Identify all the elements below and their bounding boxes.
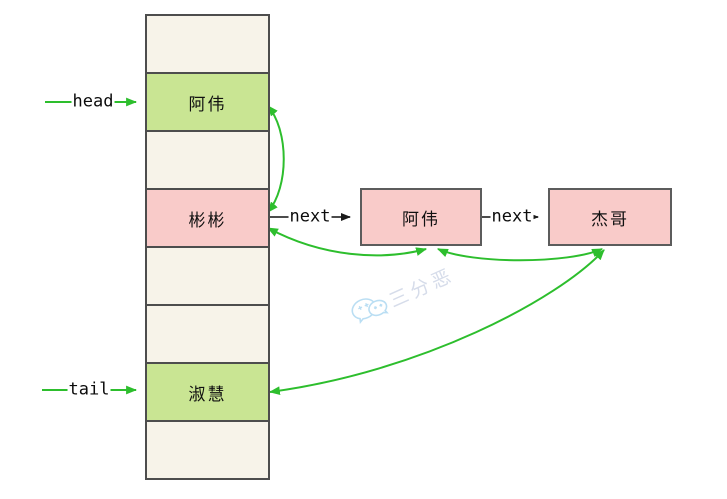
chain-node-jiege: 杰哥: [548, 188, 672, 246]
bucket-cell-awei-head: 阿伟: [147, 72, 268, 130]
bucket-cell-7: [147, 420, 268, 478]
bucket-cell-4: [147, 246, 268, 304]
bucket-array: 阿伟 彬彬 淑慧: [145, 14, 270, 480]
bucket-cell-2: [147, 130, 268, 188]
wechat-icon: [351, 298, 389, 324]
bucket-cell-shuhui-tail: 淑慧: [147, 362, 268, 420]
watermark: 三分恶: [339, 235, 484, 346]
next-label-1: next: [288, 206, 332, 227]
bucket-cell-0: [147, 16, 268, 72]
next-label-2: next: [490, 206, 534, 227]
bucket-cell-binbin: 彬彬: [147, 188, 268, 246]
bucket-cell-5: [147, 304, 268, 362]
tail-pointer-label: tail: [67, 379, 111, 400]
head-pointer-label: head: [71, 91, 115, 112]
watermark-text: 三分恶: [385, 263, 458, 312]
chain-node-awei: 阿伟: [360, 188, 482, 246]
order-curve-awei-binbin: [267, 105, 285, 213]
